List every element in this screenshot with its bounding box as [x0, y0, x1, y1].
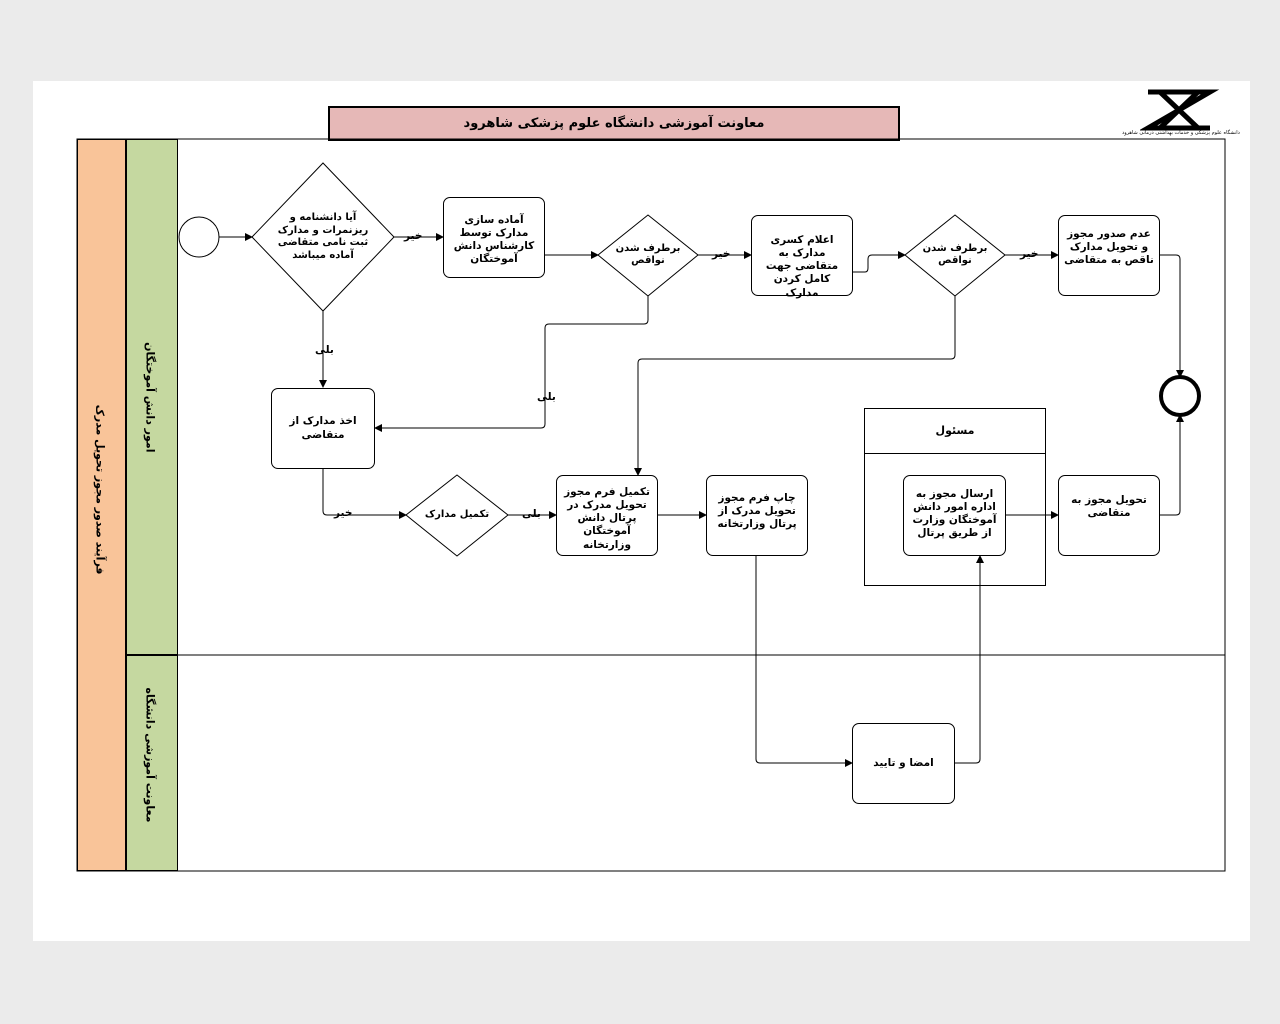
university-logo-icon: [1140, 89, 1220, 131]
task-print-form: چاپ فرم مجوز تحویل مدرک از پرتال وزارتخا…: [706, 475, 808, 556]
edge-fix2-yes-to-fill: [634, 296, 956, 476]
end-event: [1159, 375, 1201, 417]
edge-label-yes-3: بلی: [522, 508, 541, 520]
task-prepare-docs: آماده سازی مدارک توسط کارشناس دانش آموخت…: [443, 197, 545, 278]
edge-print-to-sign: [755, 556, 853, 767]
gateway-fix-2-label: برطرف شدن نواقص: [922, 242, 988, 267]
start-event: [178, 216, 220, 258]
edge-label-no-4: خیر: [334, 507, 353, 519]
edge-announce-to-fix2: [853, 251, 906, 273]
gateway-complete-docs: [405, 474, 509, 557]
gateway-complete-docs-label: تکمیل مدارک: [424, 508, 490, 520]
edge-nopermit-to-end: [1160, 254, 1184, 378]
lane-band-graduates: [126, 139, 178, 655]
gateway-docs-ready-label: آیا دانشنامه و ریزنمرات و مدارک ثبت نامی…: [277, 212, 369, 261]
edge-label-no-2: خیر: [712, 248, 731, 260]
task-no-permit: عدم صدور مجوز و تحویل مدارک ناقص به متقا…: [1058, 215, 1160, 296]
edge-label-no-1: خیر: [404, 230, 423, 242]
task-announce-missing: اعلام کسری مدارک به متقاضی جهت کامل کردن…: [751, 215, 853, 299]
task-deliver-permit: تحویل مجوز به متقاضی: [1058, 475, 1160, 556]
edge-label-no-3: خیر: [1020, 248, 1039, 260]
task-sign-approve: امضا و تایید: [852, 723, 955, 804]
task-send-permit: ارسال مجوز به اداره امور دانش آموختگان و…: [903, 475, 1006, 556]
edge-deliver-to-end: [1160, 414, 1184, 516]
edge-sign-to-send: [955, 555, 984, 764]
lane-band-vice-chancellor: [126, 655, 178, 871]
task-fill-form: تکمیل فرم مجوز تحویل مدرک در پرتال دانش …: [556, 475, 658, 556]
gateway-fix-1-label: برطرف شدن نواقص: [615, 242, 681, 267]
page-title: معاونت آموزشی دانشگاه علوم پزشکی شاهرود: [328, 106, 900, 141]
edge-label-yes-1: بلی: [315, 344, 334, 356]
edge-fix1-yes-to-take: [374, 296, 649, 432]
responsible-group-title: مسئول: [864, 408, 1046, 454]
edge-take-to-complete: [322, 469, 407, 519]
task-take-docs: اخذ مدارک از متقاضی: [271, 388, 375, 469]
logo-caption: دانشگاه علوم پزشکی و خدمات بهداشتی درمان…: [1122, 130, 1240, 136]
edge-label-yes-2: بلی: [537, 391, 556, 403]
pool-frame: [76, 138, 1226, 872]
